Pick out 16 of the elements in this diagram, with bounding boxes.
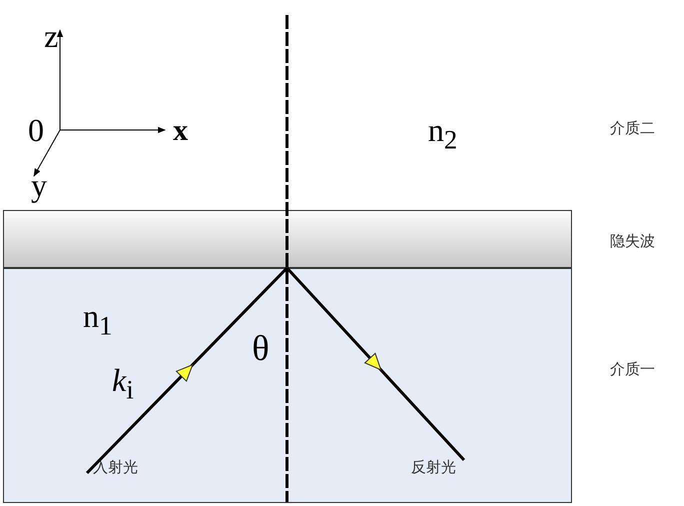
medium-region — [3, 268, 572, 503]
axis-label: x — [173, 116, 188, 146]
axis-label: z — [44, 20, 58, 52]
ray-label: 反射光 — [411, 460, 456, 475]
axis-label: y — [31, 169, 47, 201]
refractive-index-label: n$_{2}$ — [428, 114, 458, 154]
medium-label: 介质一 — [610, 362, 655, 377]
axis-label: 0 — [28, 114, 44, 146]
light-ray — [286, 266, 466, 462]
wave-vector-label: k$_{i}$ — [112, 364, 134, 404]
evanescent-layer — [3, 210, 572, 268]
angle-label: θ — [252, 330, 270, 366]
light-ray — [86, 266, 288, 474]
layer-label: 隐失波 — [610, 234, 655, 249]
refractive-index-label: n$_{1}$ — [83, 300, 112, 340]
medium-label: 介质二 — [610, 121, 655, 136]
